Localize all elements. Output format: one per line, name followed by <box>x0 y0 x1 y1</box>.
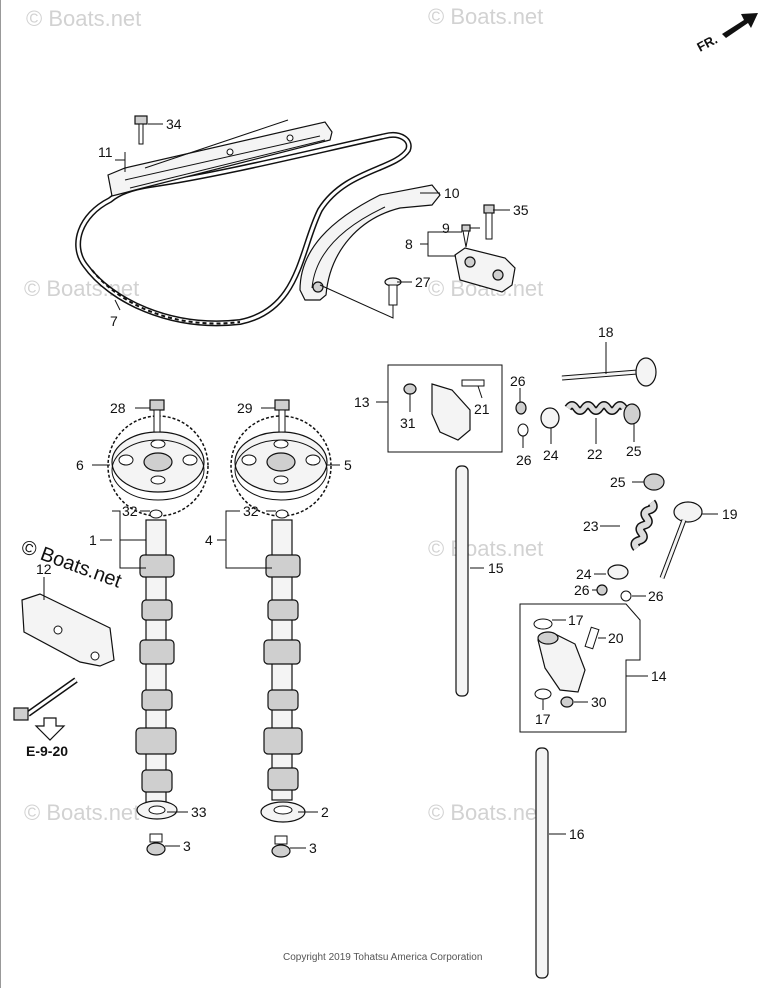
retainer-24-upper <box>540 407 560 429</box>
callout-25a: 25 <box>626 443 642 459</box>
seat-25-lower <box>643 473 665 491</box>
cap-3a <box>146 833 166 856</box>
copyright-notice: Copyright 2019 Tohatsu America Corporati… <box>283 952 482 963</box>
callout-33: 33 <box>191 804 207 820</box>
callout-22: 22 <box>587 446 603 462</box>
bolt-29 <box>274 399 290 433</box>
callout-26a: 26 <box>510 373 526 389</box>
callout-24a: 24 <box>543 447 559 463</box>
rocker-assembly-13 <box>387 364 503 453</box>
callout-14: 14 <box>651 668 667 684</box>
watermark: © Boats.net <box>428 800 543 825</box>
plate-bolt <box>13 677 78 721</box>
callout-15: 15 <box>488 560 504 576</box>
watermark: © Boats.net <box>428 4 543 29</box>
callout-13: 13 <box>354 394 370 410</box>
spring-22 <box>564 401 628 415</box>
seat-25-upper <box>623 403 641 425</box>
callout-8: 8 <box>405 236 413 252</box>
chain-guide <box>107 119 333 197</box>
spring-23 <box>630 499 658 551</box>
direction-label: FR. <box>694 32 720 55</box>
callout-31: 31 <box>400 415 416 431</box>
cover-plate-12 <box>21 593 115 667</box>
bolt-27 <box>384 277 402 306</box>
front-direction-arrow: FR. <box>694 13 758 55</box>
callout-17a: 17 <box>568 612 584 628</box>
cap-3b <box>271 835 291 858</box>
callout-32a: 32 <box>122 503 138 519</box>
valve-18 <box>561 357 657 387</box>
sprocket-5 <box>230 415 332 517</box>
callout-24b: 24 <box>576 566 592 582</box>
sprocket-6 <box>107 415 209 517</box>
cotters-26-lower <box>596 584 632 602</box>
callout-12: 12 <box>36 561 52 577</box>
callout-26b: 26 <box>516 452 532 468</box>
camshaft-1 <box>135 509 177 811</box>
leader-lines <box>43 123 718 849</box>
watermark: © Boats.net <box>26 6 141 31</box>
callout-19: 19 <box>722 506 738 522</box>
callout-3a: 3 <box>183 838 191 854</box>
callout-20: 20 <box>608 630 624 646</box>
bolt-34 <box>134 115 148 145</box>
callout-6: 6 <box>76 457 84 473</box>
callout-26c: 26 <box>574 582 590 598</box>
rocker-shaft-15 <box>455 465 469 697</box>
callout-30: 30 <box>591 694 607 710</box>
callout-10: 10 <box>444 185 460 201</box>
timing-chain <box>75 132 412 327</box>
watermark: © Boats.net <box>428 536 543 561</box>
reference-arrow: E-9-20 <box>26 717 68 759</box>
rocker-shaft-16 <box>535 747 549 979</box>
callout-3b: 3 <box>309 840 317 856</box>
callout-9: 9 <box>442 220 450 236</box>
callout-27: 27 <box>415 274 431 290</box>
callout-34: 34 <box>166 116 182 132</box>
callout-16: 16 <box>569 826 585 842</box>
seal-26-upper <box>515 401 529 437</box>
callout-25b: 25 <box>610 474 626 490</box>
callouts: 34 11 7 10 35 9 8 27 18 13 26 21 31 26 2… <box>36 116 738 856</box>
camshaft-4 <box>263 509 303 801</box>
retainer-24-lower <box>607 564 629 580</box>
callout-35: 35 <box>513 202 529 218</box>
callout-2: 2 <box>321 804 329 820</box>
callout-21: 21 <box>474 401 490 417</box>
callout-11: 11 <box>98 144 113 160</box>
watermark-primary: © Boats.net <box>18 536 124 593</box>
callout-23: 23 <box>583 518 599 534</box>
seal-33 <box>136 800 178 820</box>
callout-4: 4 <box>205 532 213 548</box>
callout-29: 29 <box>237 400 253 416</box>
bolt-28 <box>149 399 165 433</box>
callout-18: 18 <box>598 324 614 340</box>
callout-28: 28 <box>110 400 126 416</box>
watermark: © Boats.net <box>24 800 139 825</box>
callout-1: 1 <box>89 532 97 548</box>
callout-26d: 26 <box>648 588 664 604</box>
callout-32b: 32 <box>243 503 259 519</box>
valve-19 <box>659 501 703 579</box>
callout-5: 5 <box>344 457 352 473</box>
tensioner-arm <box>299 184 441 301</box>
rocker-assembly-14 <box>519 603 641 733</box>
reference-label: E-9-20 <box>26 743 68 759</box>
chain-tensioner <box>454 204 516 293</box>
callout-7: 7 <box>110 313 118 329</box>
callout-17b: 17 <box>535 711 551 727</box>
